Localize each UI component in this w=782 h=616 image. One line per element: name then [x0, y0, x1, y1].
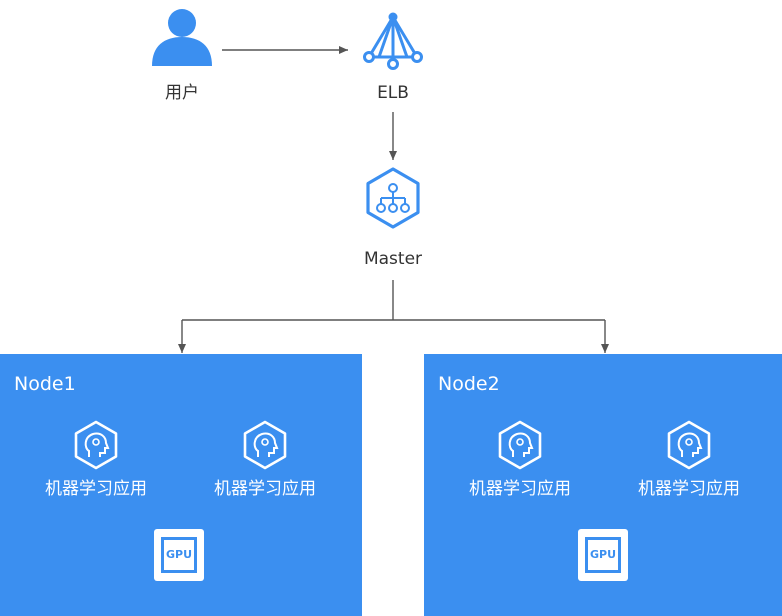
master-hexagon-icon	[361, 166, 425, 230]
ml-app-label: 机器学习应用	[638, 479, 740, 499]
gpu-chip-icon: GPU	[574, 527, 632, 583]
elb-label: ELB	[377, 83, 409, 103]
node-title: Node1	[14, 373, 76, 395]
ml-app-icon	[664, 420, 714, 470]
node2-box: Node2 机器学习应用 机器学习应用 GPU	[424, 354, 782, 616]
ml-app-icon	[240, 420, 290, 470]
ml-app-label: 机器学习应用	[469, 479, 571, 499]
ml-app-label: 机器学习应用	[214, 479, 316, 499]
node1-box: Node1 机器学习应用 机器学习应用 GPU	[0, 354, 362, 616]
ml-app-icon	[495, 420, 545, 470]
master-label: Master	[363, 249, 423, 269]
gpu-label: GPU	[165, 548, 193, 561]
load-balancer-icon	[361, 12, 425, 72]
gpu-chip-icon: GPU	[150, 527, 208, 583]
ml-app-label: 机器学习应用	[45, 479, 147, 499]
gpu-label: GPU	[589, 548, 617, 561]
user-label: 用户	[165, 83, 199, 103]
node-title: Node2	[438, 373, 500, 395]
ml-app-icon	[71, 420, 121, 470]
user-icon	[150, 6, 214, 66]
